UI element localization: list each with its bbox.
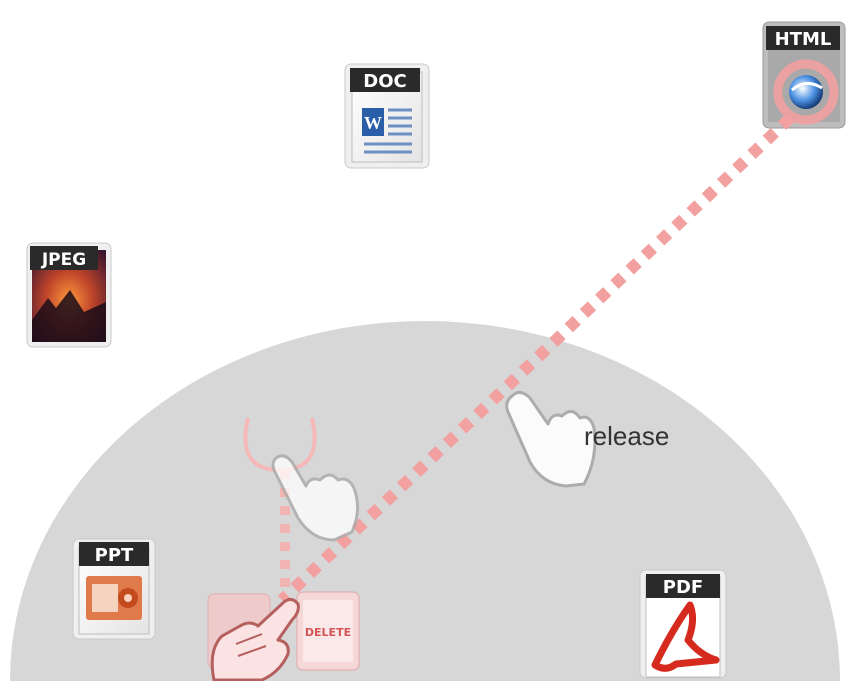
jpeg-icon-label: JPEG — [41, 250, 86, 270]
acrobat-icon — [651, 601, 720, 672]
release-label: release — [584, 421, 669, 451]
doc-file-icon[interactable]: DOC W — [344, 63, 430, 169]
pdf-icon-label: PDF — [663, 577, 703, 598]
gesture-zone — [10, 321, 840, 681]
delete-card[interactable]: DELETE — [296, 591, 360, 671]
svg-text:W: W — [364, 113, 382, 133]
hand-drag-ghost-icon — [271, 454, 359, 542]
delete-label: DELETE — [305, 626, 351, 639]
jpeg-file-icon[interactable]: JPEG — [26, 242, 112, 348]
html-icon-label: HTML — [775, 29, 832, 50]
doc-icon-label: DOC — [363, 71, 406, 92]
pdf-file-icon[interactable]: PDF — [639, 569, 727, 679]
ppt-file-icon[interactable]: PPT — [72, 538, 156, 640]
hand-release-icon — [505, 391, 597, 488]
ppt-icon-label: PPT — [95, 545, 134, 566]
html-file-icon[interactable]: HTML — [762, 21, 846, 129]
globe-icon — [789, 75, 823, 109]
hand-touch-icon — [210, 597, 300, 681]
